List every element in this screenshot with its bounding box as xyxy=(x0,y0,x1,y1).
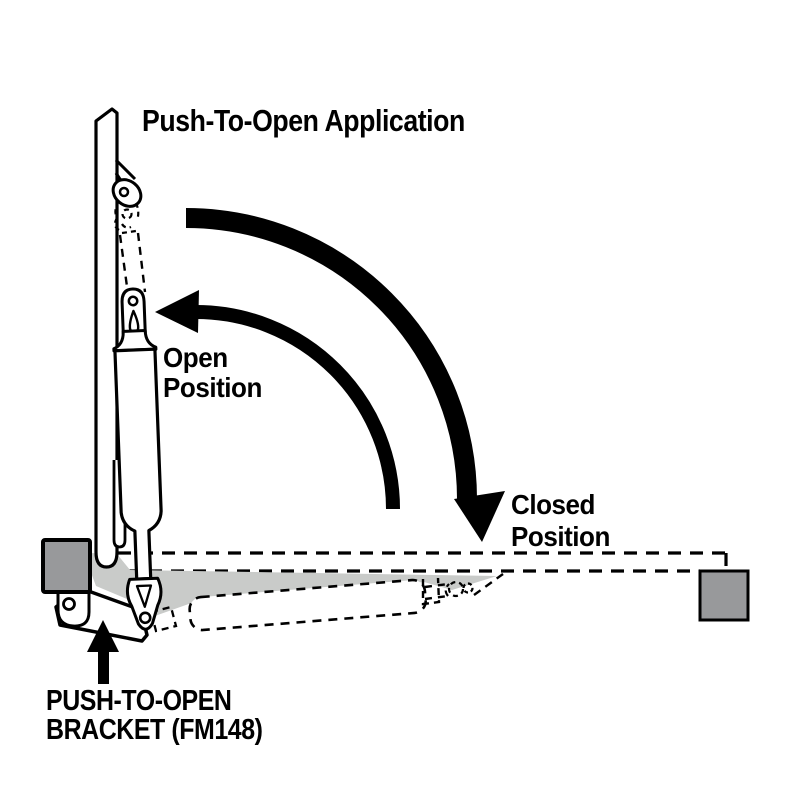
bracket-pointer-arrow xyxy=(87,620,119,684)
spring-bottom-clevis-slot xyxy=(135,584,153,608)
door-bracket-hole xyxy=(118,186,130,198)
bracket-label-line1: PUSH-TO-OPEN xyxy=(46,684,232,716)
gas-spring-closed-phantom xyxy=(149,573,504,633)
phantom-extended-rod xyxy=(118,232,147,295)
open-position-label-line2: Position xyxy=(163,372,262,403)
diagram-title: Push-To-Open Application xyxy=(142,104,465,138)
spring-top-clevis-hole xyxy=(127,295,139,307)
phantom-cylinder xyxy=(188,578,427,632)
phantom-upper-clevis-eye xyxy=(121,208,133,220)
phantom-upper-clevis-base xyxy=(121,229,137,235)
door-panel-open xyxy=(94,107,119,569)
phantom-rod-block xyxy=(421,577,441,606)
spring-bottom-clevis-hole xyxy=(138,611,152,625)
closed-door-outline xyxy=(118,551,728,573)
close-rotation-arc xyxy=(185,208,477,500)
phantom-upper-clevis-left xyxy=(113,200,120,231)
open-position-label-line1: Open xyxy=(163,342,228,373)
close-rotation-arrowhead xyxy=(454,491,505,542)
phantom-clevis-pin xyxy=(462,582,474,594)
phantom-clevis-eye xyxy=(447,580,465,598)
phantom-rod xyxy=(424,582,449,601)
closed-position-label-line1: Closed xyxy=(511,489,595,520)
panel-shading-wedge xyxy=(90,553,497,617)
phantom-diagonal-edge xyxy=(473,573,504,596)
open-rotation-arrowhead xyxy=(155,290,199,333)
bracket-label-line2: BRACKET (FM148) xyxy=(46,713,263,745)
phantom-upper-clevis-cup xyxy=(121,223,132,229)
open-rotation-arc xyxy=(195,305,400,510)
close-rotation-arrow xyxy=(185,208,505,542)
phantom-upper-clevis xyxy=(113,200,140,235)
open-rotation-arrow xyxy=(155,290,400,510)
closed-position-label-line2: Position xyxy=(511,521,610,552)
phantom-rod-end-near-bracket xyxy=(149,605,178,633)
phantom-upper-clevis-right xyxy=(134,202,140,221)
phantom-clevis-arc xyxy=(444,583,450,597)
gas-spring-open xyxy=(112,287,163,631)
door-bracket-top xyxy=(111,158,147,295)
mounting-block-open-side xyxy=(41,538,92,594)
mounting-block-closed-side xyxy=(698,569,750,622)
bracket-pivot-hole xyxy=(62,597,76,611)
